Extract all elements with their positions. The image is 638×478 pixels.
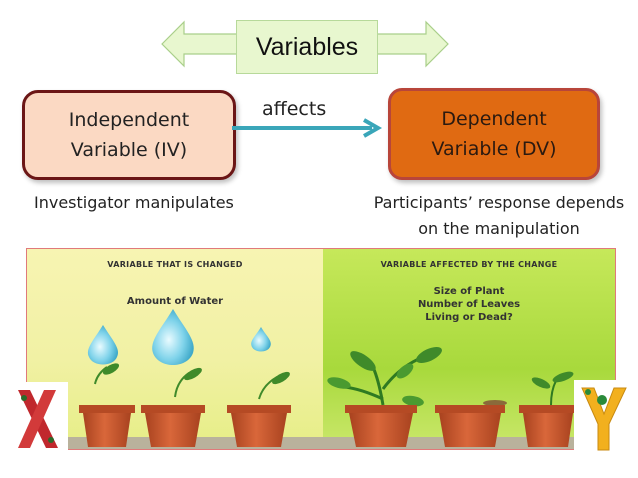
- page-title: Variables: [236, 20, 378, 74]
- water-drop-tiny-icon: [251, 327, 271, 352]
- dv-line1: Dependent: [441, 108, 547, 130]
- pot-3: [227, 371, 291, 447]
- affected-value-1: Size of Plant: [433, 286, 505, 297]
- pot-5-dead-plant: [435, 400, 507, 447]
- iv-line1: Independent: [68, 109, 190, 131]
- affected-value-2: Number of Leaves: [417, 299, 521, 310]
- water-drop-large-icon: [152, 309, 194, 365]
- relation-label: affects: [262, 98, 327, 120]
- affected-variable-heading: VARIABLE AFFECTED BY THE CHANGE: [380, 260, 558, 269]
- dv-line2: Variable (DV): [431, 138, 557, 160]
- affected-value-3: Living or Dead?: [425, 312, 513, 323]
- dependent-variable-box: Dependent Variable (DV): [388, 88, 600, 180]
- dv-caption-line2: on the manipulation: [418, 219, 580, 238]
- changed-variable-heading: VARIABLE THAT IS CHANGED: [107, 260, 243, 269]
- title-text: Variables: [255, 32, 359, 61]
- pot-2: [141, 367, 205, 447]
- iv-caption: Investigator manipulates: [34, 193, 234, 212]
- plant-illustration: [79, 309, 577, 447]
- affects-arrow-icon: [232, 118, 383, 138]
- changed-variable-value: Amount of Water: [126, 296, 224, 307]
- letter-x-icon: X: [8, 382, 68, 458]
- pot-1: [79, 363, 135, 447]
- iv-line2: Variable (IV): [70, 139, 188, 161]
- dv-caption: Participants’ response depends on the ma…: [372, 190, 626, 242]
- water-drop-small-icon: [87, 325, 119, 365]
- letter-y-icon: Y: [574, 380, 630, 458]
- affected-variable-values: Size of Plant Number of Leaves Living or…: [323, 285, 615, 324]
- pot-4-large-plant: [327, 346, 442, 447]
- dv-caption-line1: Participants’ response depends: [373, 193, 625, 212]
- pot-6-small-plant: [519, 371, 577, 447]
- plant-example-panel: VARIABLE THAT IS CHANGED Amount of Water…: [26, 248, 616, 450]
- independent-variable-box: Independent Variable (IV): [22, 90, 236, 180]
